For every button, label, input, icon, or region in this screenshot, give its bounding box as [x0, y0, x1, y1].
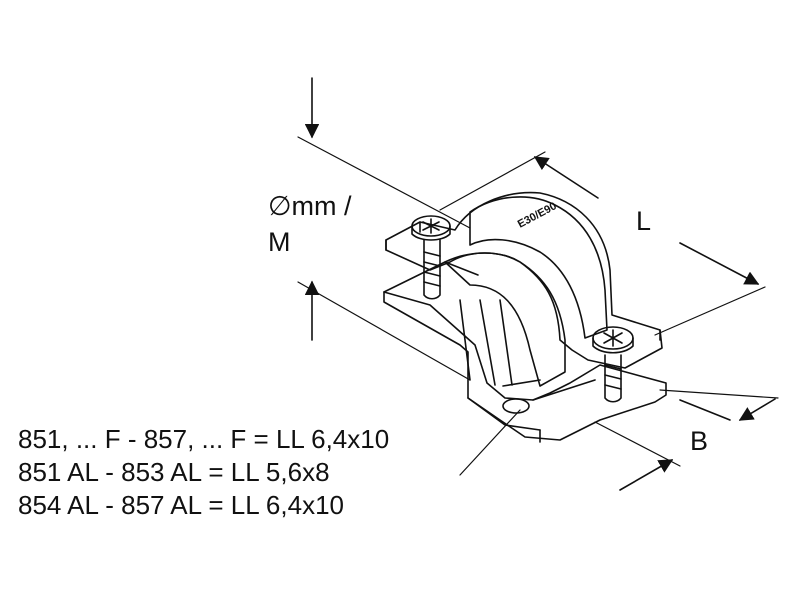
length-extension-left: [439, 151, 546, 211]
diameter-extension-top: [297, 136, 471, 229]
diameter-label-line2: M: [268, 227, 291, 257]
length-label: L: [636, 206, 652, 236]
width-arrow-bottom: [619, 459, 674, 491]
width-label: B: [690, 426, 709, 456]
width-line-top: [679, 399, 731, 421]
width-arrow-top: [738, 398, 776, 421]
left-screw: [411, 215, 451, 300]
leader-line: [459, 409, 521, 476]
length-extension-right: [654, 286, 766, 336]
rubber-insert: [469, 196, 608, 339]
base-slot-hole: [502, 398, 530, 414]
lower-saddle: [444, 252, 566, 387]
diameter-label: ∅mm / M: [268, 188, 352, 260]
right-screw: [592, 326, 634, 403]
length-arrow-right: [679, 242, 760, 285]
width-extension-top: [659, 389, 779, 399]
upper-clamp: [385, 191, 663, 369]
diameter-extension-bottom: [297, 281, 471, 381]
variant-notes: 851, ... F - 857, ... F = LL 6,4x10 851 …: [18, 423, 389, 522]
note-line-1: 851, ... F - 857, ... F = LL 6,4x10: [18, 424, 390, 454]
length-dimension: [439, 151, 766, 336]
note-line-3: 854 AL - 857 AL = LL 6,4x10: [18, 490, 344, 520]
length-arrow-left: [533, 156, 599, 199]
width-extension-bottom: [594, 421, 681, 467]
stamp-label: E30/E90: [516, 200, 559, 230]
note-line-2: 851 AL - 853 AL = LL 5,6x8: [18, 457, 330, 487]
diameter-label-line1: ∅mm /: [268, 191, 352, 221]
width-dimension: [594, 389, 779, 491]
diameter-dimension: [297, 77, 471, 381]
